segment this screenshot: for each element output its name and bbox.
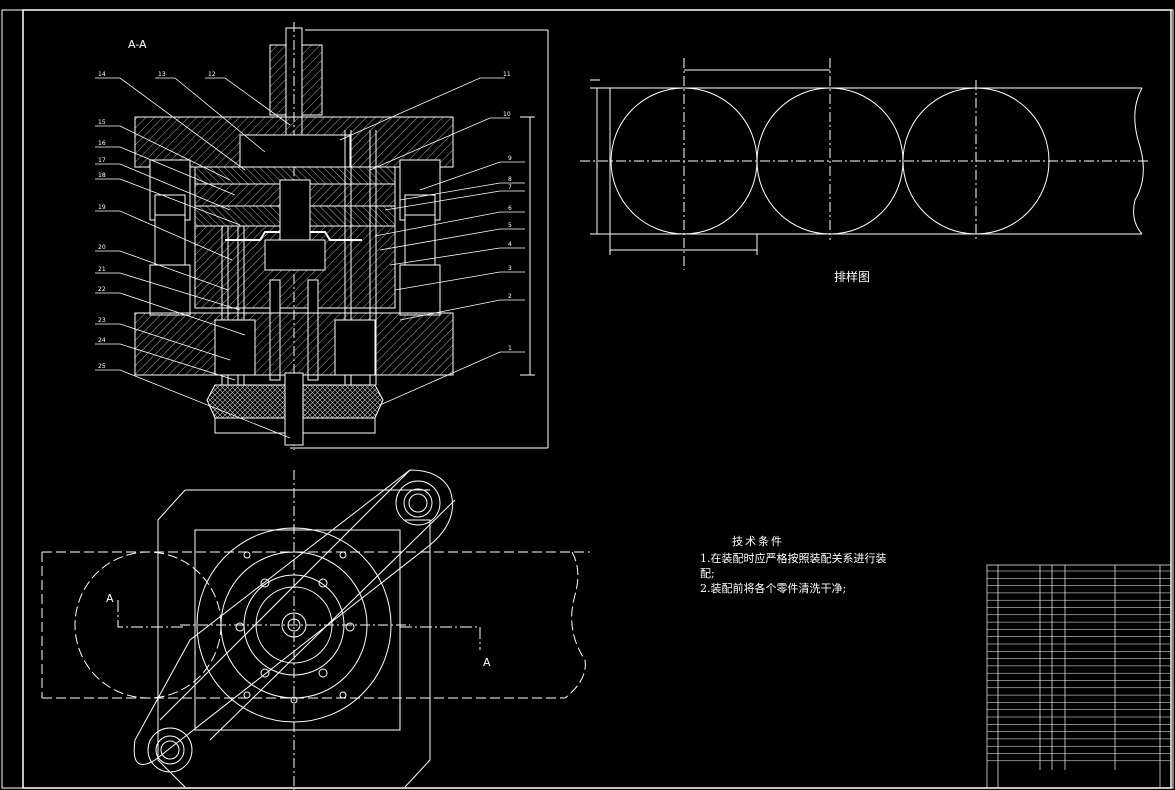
section-view-frame <box>290 29 549 449</box>
part-number-19: 19 <box>98 204 106 211</box>
plan-view <box>41 469 590 790</box>
drawing-border <box>1 9 1174 789</box>
strip-layout-view <box>580 58 1150 270</box>
section-cut-label-left: A <box>106 592 114 605</box>
section-cut-label-right: A <box>483 656 491 669</box>
part-leaders-left <box>95 77 291 439</box>
part-number-3: 3 <box>508 265 512 272</box>
part-number-16: 16 <box>98 140 106 147</box>
part-number-7: 7 <box>508 184 512 191</box>
lower-die-seat <box>134 312 454 376</box>
part-number-5: 5 <box>508 222 512 229</box>
part-number-18: 18 <box>98 172 106 179</box>
section-view-assembly <box>134 22 535 450</box>
part-number-15: 15 <box>98 119 106 126</box>
part-number-24: 24 <box>98 337 106 344</box>
part-number-14: 14 <box>98 71 106 78</box>
part-number-6: 6 <box>508 205 512 212</box>
part-number-17: 17 <box>98 157 106 164</box>
part-number-20: 20 <box>98 244 106 251</box>
part-number-labels-right: 11 10 9 87 6 5 4 3 2 1 <box>503 71 512 352</box>
part-number-12: 12 <box>208 71 216 78</box>
tech-req-item: 1.在装配时应严格按照装配关系进行装 <box>700 552 887 565</box>
part-number-8: 8 <box>508 176 512 183</box>
part-number-22: 22 <box>98 286 106 293</box>
part-number-23: 23 <box>98 317 106 324</box>
parts-list-table <box>986 564 1172 789</box>
tech-req-item: 配; <box>700 567 715 580</box>
strip-layout-caption: 排样图 <box>834 269 870 284</box>
part-number-21: 21 <box>98 266 106 273</box>
part-number-1: 1 <box>508 345 512 352</box>
part-number-labels-left: 14 13 12 15 16 17 18 19 20 21 22 23 24 25 <box>98 71 216 370</box>
parts-list-rows <box>987 570 1171 762</box>
part-number-25: 25 <box>98 363 106 370</box>
part-number-4: 4 <box>508 241 512 248</box>
part-number-10: 10 <box>503 111 511 118</box>
section-label: A-A <box>128 38 147 51</box>
part-number-2: 2 <box>508 293 512 300</box>
part-number-13: 13 <box>158 71 166 78</box>
part-number-9: 9 <box>508 155 512 162</box>
tech-req-item: 2.装配前将各个零件清洗干净; <box>700 582 847 595</box>
part-number-11: 11 <box>503 71 511 78</box>
tech-req-title: 技术条件 <box>732 535 784 548</box>
part-leaders-right <box>339 77 525 406</box>
